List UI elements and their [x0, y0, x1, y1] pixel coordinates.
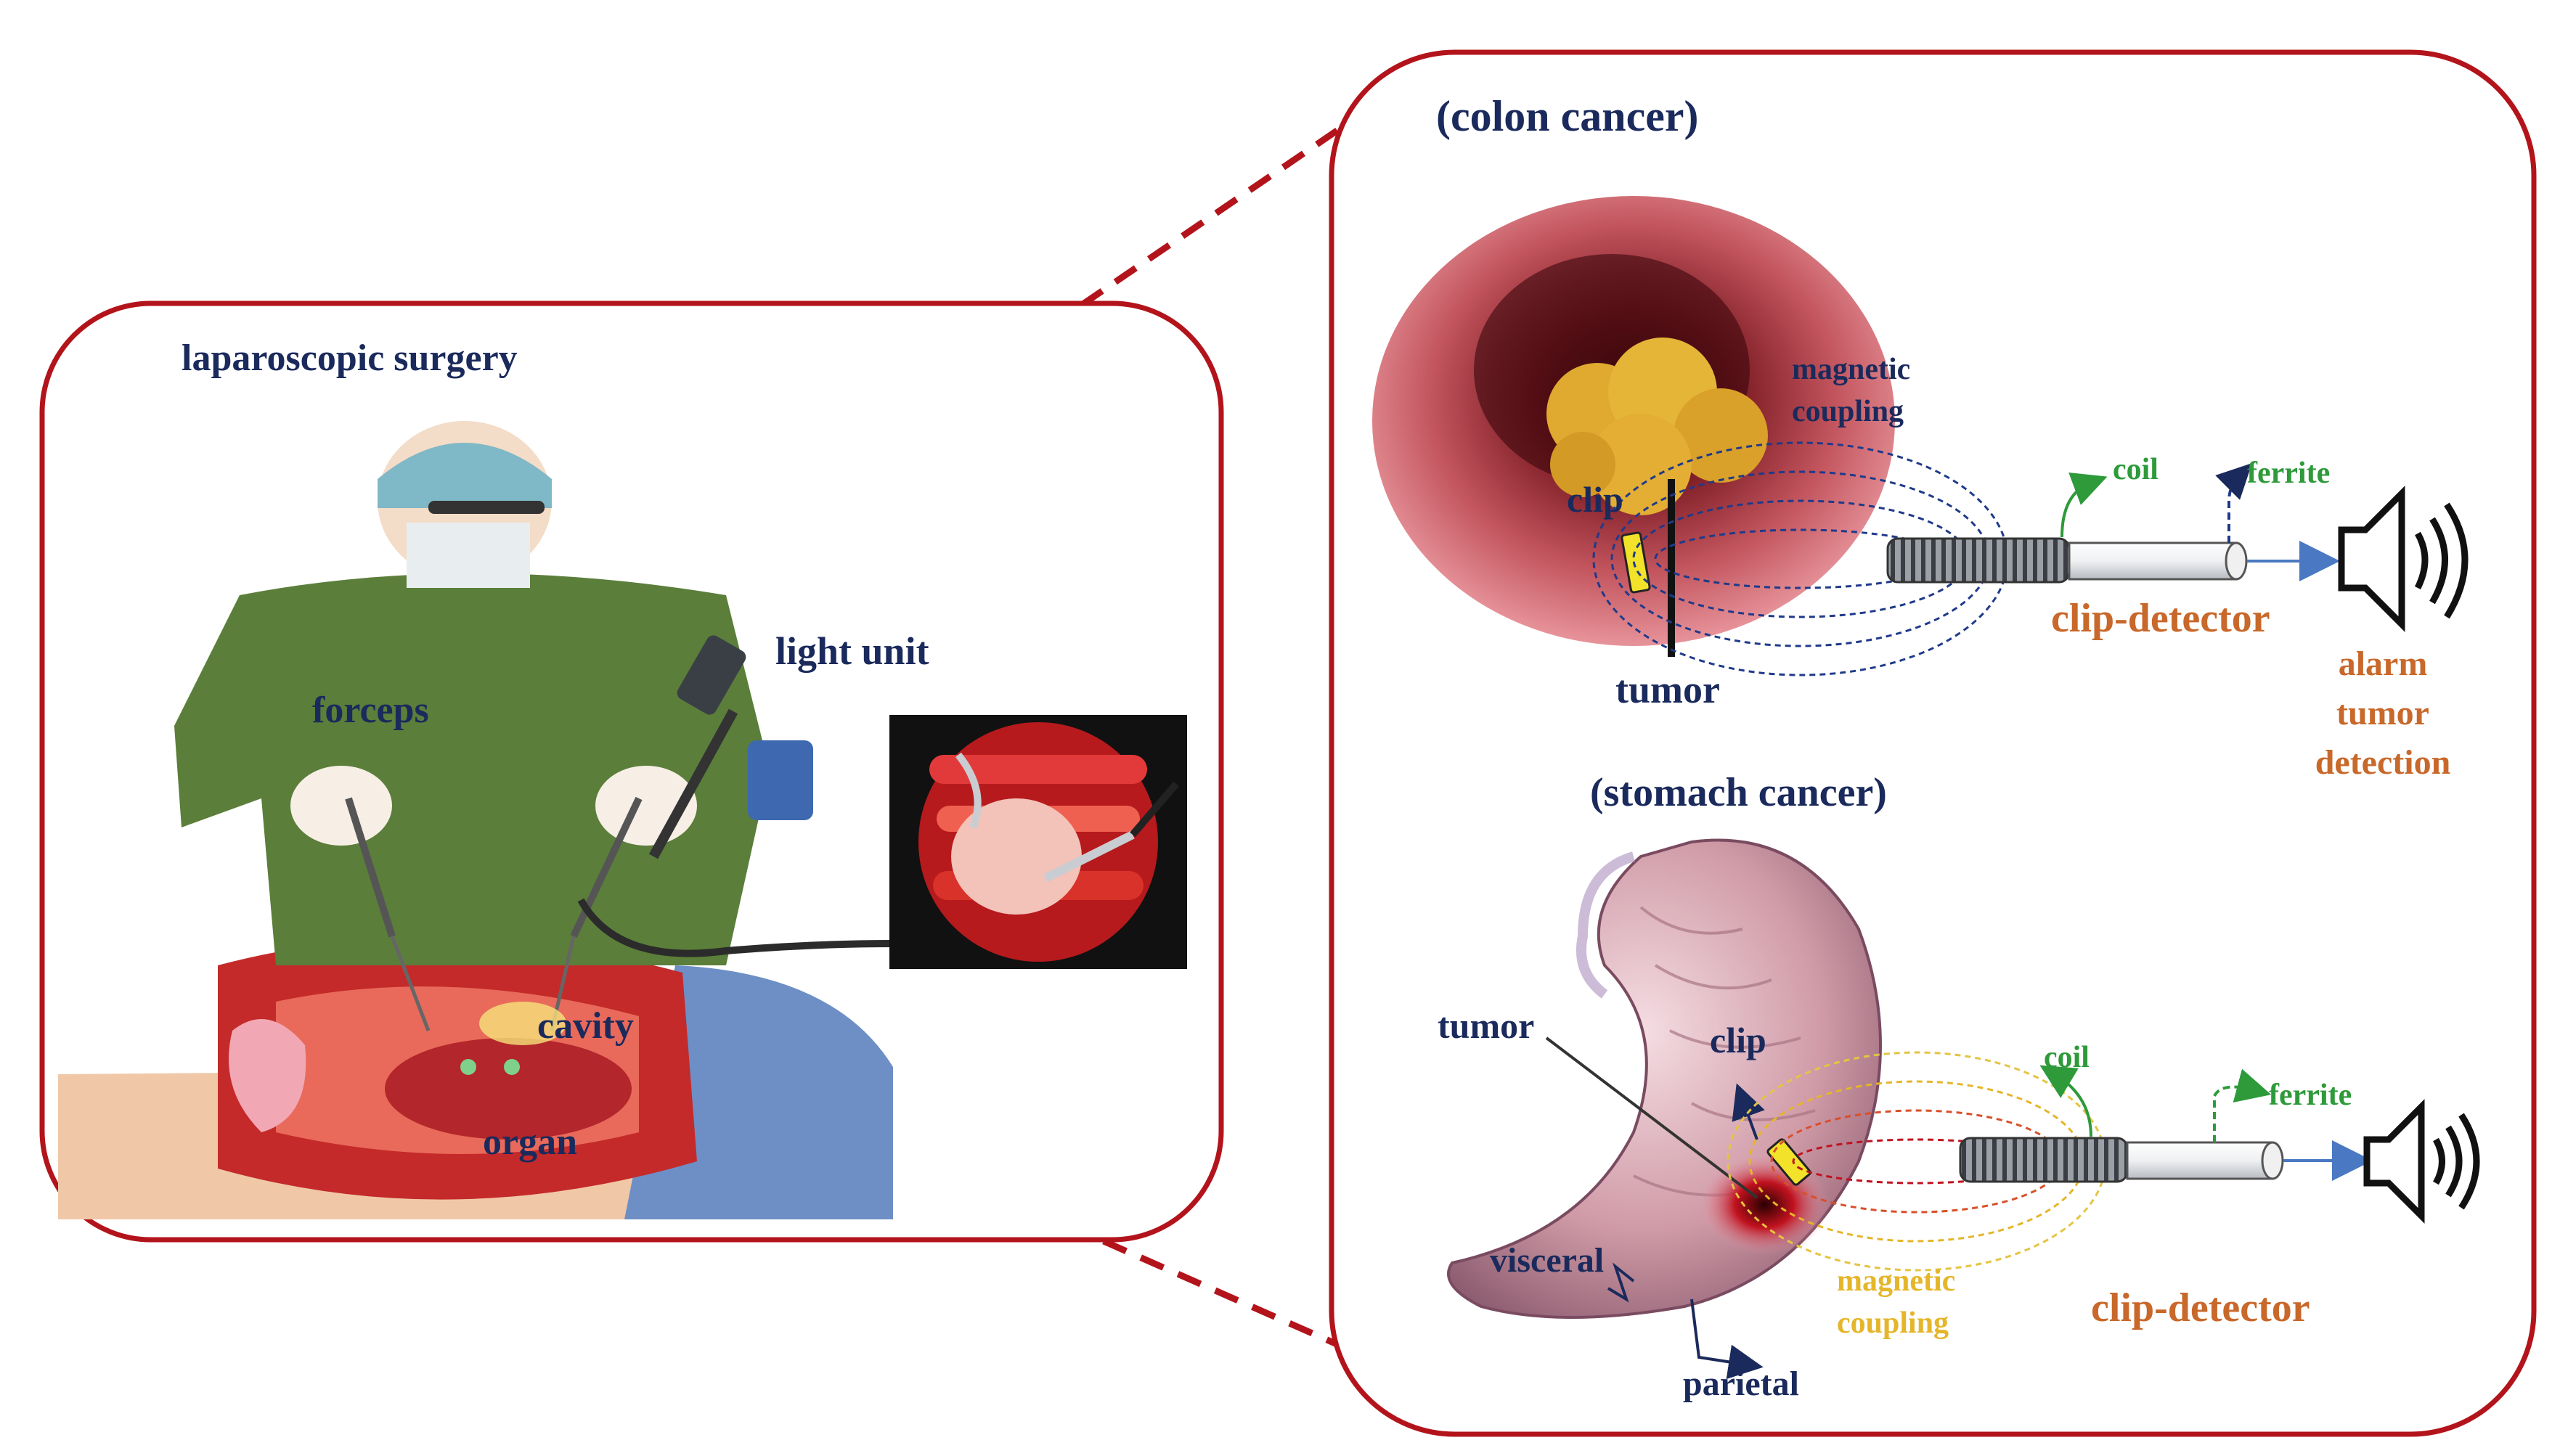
laparoscopic-panel: laparoscopic surgery light unit forceps …	[39, 300, 1224, 1243]
stomach-alarm-speaker-icon	[2363, 1099, 2480, 1224]
stomach-magnetic-label-line1: magnetic	[1837, 1264, 1955, 1298]
colon-tumor-label: tumor	[1615, 668, 1720, 711]
light-unit-label: light unit	[775, 629, 929, 673]
colon-magnetic-label-line1: magnetic	[1792, 353, 1910, 386]
stomach-coil	[1959, 1137, 2129, 1183]
stomach-clip-label: clip	[1710, 1020, 1766, 1060]
zoom-connector-top	[1080, 99, 1382, 308]
visceral-label: visceral	[1490, 1241, 1604, 1280]
alarm-label-line1: alarm	[2339, 645, 2428, 683]
cancer-detection-panel: (colon cancer) magnetic coupling clip tu…	[1329, 49, 2537, 1437]
zoom-connector-bottom	[1102, 1238, 1417, 1383]
stomach-ferrite-label: ferrite	[2269, 1079, 2352, 1112]
surgeon-illustration	[174, 421, 894, 1075]
stomach-tumor-label: tumor	[1438, 1005, 1534, 1046]
cavity-label: cavity	[537, 1005, 634, 1047]
stomach-clip-detector-label: clip-detector	[2091, 1285, 2310, 1330]
colon-cancer-title: (colon cancer)	[1436, 92, 1699, 140]
stomach-coil-label: coil	[2044, 1041, 2090, 1074]
stomach-ferrite-rod	[2126, 1141, 2274, 1180]
alarm-label-line3: detection	[2315, 743, 2451, 782]
colon-clip-label: clip	[1567, 479, 1623, 520]
stomach-magnetic-label-line2: coupling	[1837, 1306, 1949, 1340]
patient-illustration	[58, 938, 893, 1219]
stomach-cancer-title: (stomach cancer)	[1590, 770, 1887, 815]
colon-tumor-mass	[1546, 338, 1768, 515]
stomach-clip-detector	[1959, 1065, 2373, 1183]
organ-label: organ	[483, 1121, 577, 1163]
stomach-tumor-pointer	[1545, 1036, 1758, 1199]
zoom-connectors	[1080, 99, 1417, 1383]
colon-coil	[1886, 537, 2071, 584]
colon-ferrite-label: ferrite	[2247, 457, 2330, 490]
colon-alarm-speaker-icon	[2338, 486, 2469, 632]
laparoscopic-title: laparoscopic surgery	[182, 338, 518, 379]
stomach-clip-marker	[1766, 1138, 1811, 1186]
colon-illustration	[1372, 196, 1895, 657]
colon-magnetic-label-line2: coupling	[1792, 395, 1904, 428]
colon-ferrite-rod	[2068, 541, 2238, 581]
colon-clip-detector-label: clip-detector	[2051, 596, 2270, 641]
forceps-label: forceps	[312, 690, 429, 731]
stomach-illustration	[1447, 838, 1882, 1380]
colon-clip-marker	[1621, 531, 1651, 594]
colon-clip-detector	[1886, 463, 2340, 584]
alarm-label-line2: tumor	[2336, 694, 2429, 732]
parietal-label: parietal	[1683, 1365, 1799, 1403]
colon-coil-label: coil	[2113, 453, 2159, 486]
endoscope-view-inset	[889, 715, 1187, 969]
